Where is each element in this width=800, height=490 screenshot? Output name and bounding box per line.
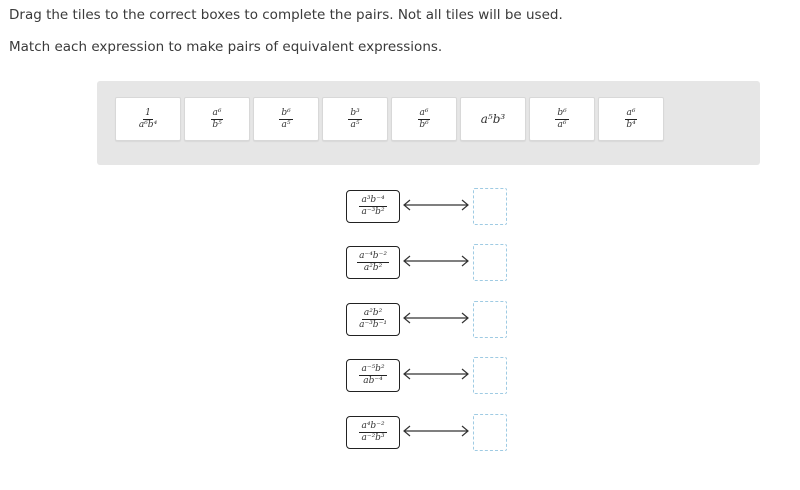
double-arrow-icon [403, 255, 469, 267]
tile-numerator: a⁶ [624, 107, 638, 120]
drop-box-2[interactable] [473, 244, 507, 281]
tile-8[interactable]: a⁶ b⁴ [598, 97, 664, 141]
tile-fraction: a⁶ b⁴ [624, 107, 638, 130]
tile-denominator: a⁶ [557, 119, 567, 130]
tile-numerator: 1 [143, 107, 153, 120]
tile-fraction: 1 a⁶b⁴ [137, 107, 159, 130]
tile-6[interactable]: a⁵b³ [460, 97, 526, 141]
tile-denominator: b⁶ [419, 119, 429, 130]
drop-box-4[interactable] [473, 357, 507, 394]
tile-numerator: b⁶ [279, 107, 293, 120]
expression-numerator: a⁻⁵b² [359, 364, 387, 376]
expression-numerator: a⁴b⁻² [359, 421, 387, 433]
drop-box-1[interactable] [473, 188, 507, 225]
tile-numerator: a⁶ [417, 107, 431, 120]
tile-fraction: a⁶ b⁵ [210, 107, 224, 130]
tile-2[interactable]: a⁶ b⁵ [184, 97, 250, 141]
tile-numerator: b³ [348, 107, 362, 120]
tile-numerator: a⁶ [210, 107, 224, 120]
drop-box-3[interactable] [473, 301, 507, 338]
expression-denominator: a⁻²b³ [361, 433, 385, 443]
expression-denominator: a⁻³b² [361, 207, 385, 217]
expression-numerator: a²b² [361, 308, 385, 320]
instruction-match: Match each expression to make pairs of e… [9, 39, 443, 55]
tile-expression: a⁵b³ [480, 112, 506, 126]
tile-fraction: b⁶ a⁵ [279, 107, 293, 130]
tile-1[interactable]: 1 a⁶b⁴ [115, 97, 181, 141]
drop-box-5[interactable] [473, 414, 507, 451]
expression-numerator: a⁻⁴b⁻² [357, 251, 389, 263]
tile-denominator: a⁵ [281, 119, 291, 130]
expression-denominator: a⁻³b⁻¹ [359, 320, 387, 330]
double-arrow-icon [403, 312, 469, 324]
expression-numerator: a³b⁻⁴ [359, 195, 387, 207]
instruction-drag: Drag the tiles to the correct boxes to c… [9, 7, 563, 23]
tile-fraction: b⁶ a⁶ [555, 107, 569, 130]
tile-denominator: b⁵ [212, 119, 222, 130]
tile-3[interactable]: b⁶ a⁵ [253, 97, 319, 141]
expression-denominator: a²b² [363, 263, 383, 273]
tile-denominator: a⁶b⁴ [138, 119, 158, 130]
double-arrow-icon [403, 425, 469, 437]
tile-denominator: b⁴ [626, 119, 636, 130]
tile-numerator: b⁶ [555, 107, 569, 120]
double-arrow-icon [403, 199, 469, 211]
tile-7[interactable]: b⁶ a⁶ [529, 97, 595, 141]
expression-denominator: ab⁻⁴ [363, 376, 383, 386]
tile-denominator: a⁵ [350, 119, 360, 130]
tile-4[interactable]: b³ a⁵ [322, 97, 388, 141]
tile-5[interactable]: a⁶ b⁶ [391, 97, 457, 141]
double-arrow-icon [403, 368, 469, 380]
tile-fraction: b³ a⁵ [348, 107, 362, 130]
tile-fraction: a⁶ b⁶ [417, 107, 431, 130]
